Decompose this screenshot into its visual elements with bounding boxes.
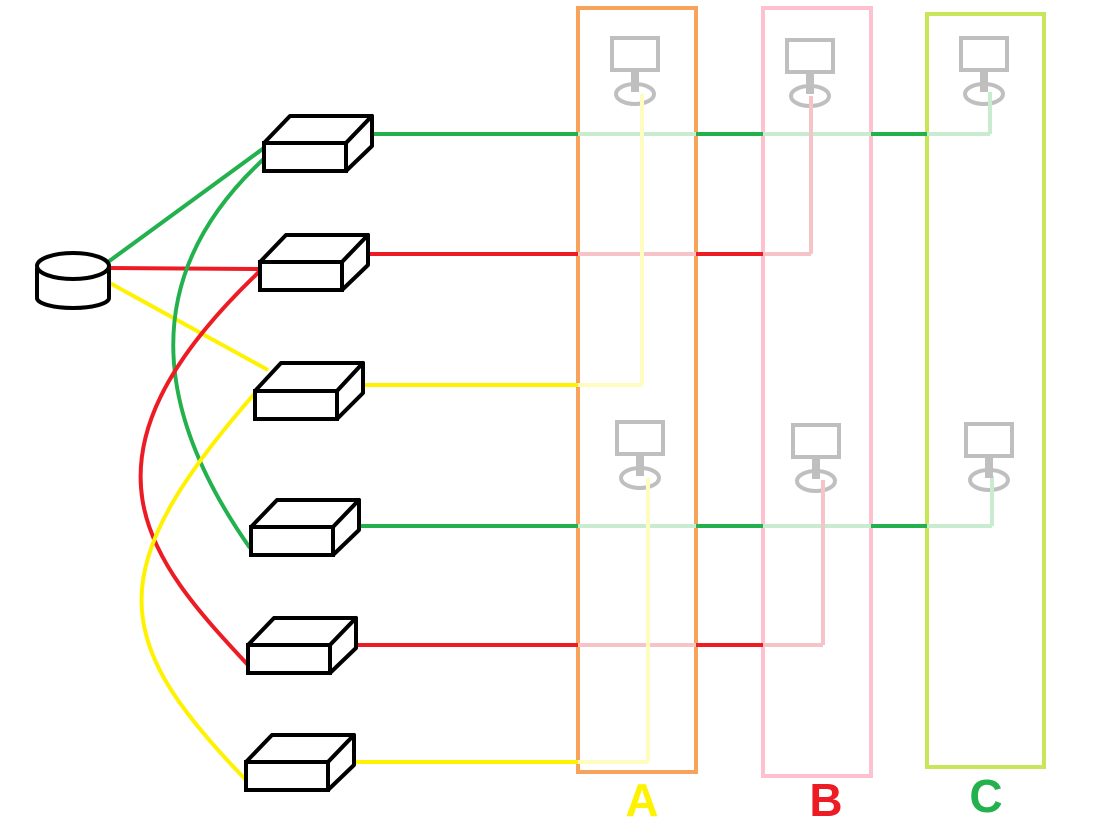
network-switch-icon <box>244 733 356 792</box>
trunk-row-1-green <box>368 92 992 136</box>
group-frame-b <box>761 6 873 778</box>
network-switch-icon <box>262 114 374 173</box>
db-link-green <box>106 143 270 264</box>
db-link-yellow <box>107 280 269 372</box>
network-switch-icon <box>258 233 370 292</box>
trunk-row-6-yellow <box>342 478 650 764</box>
cascade-link-green <box>171 154 269 550</box>
trunk-row-5-red <box>344 480 825 647</box>
database-icon <box>35 251 111 310</box>
group-label-c: C <box>969 770 1002 822</box>
network-switch-icon <box>249 498 361 557</box>
trunk-row-4-green <box>350 476 994 528</box>
trunk-row-2-red <box>362 96 813 256</box>
group-frame-c <box>925 12 1046 769</box>
trunk-row-3-yellow <box>358 94 644 387</box>
group-frame-a <box>576 6 698 774</box>
group-label-a: A <box>625 774 658 824</box>
computer-terminal-icon <box>610 36 660 106</box>
computer-terminal-icon <box>615 420 665 490</box>
computer-terminal-icon <box>959 36 1009 106</box>
network-switch-icon <box>253 361 365 421</box>
cascade-link-red <box>138 268 263 667</box>
computer-terminal-icon <box>964 422 1014 492</box>
computer-terminal-icon <box>791 423 841 493</box>
network-switch-icon <box>246 616 358 675</box>
group-label-b: B <box>809 774 842 824</box>
cascade-link-yellow <box>139 390 258 782</box>
